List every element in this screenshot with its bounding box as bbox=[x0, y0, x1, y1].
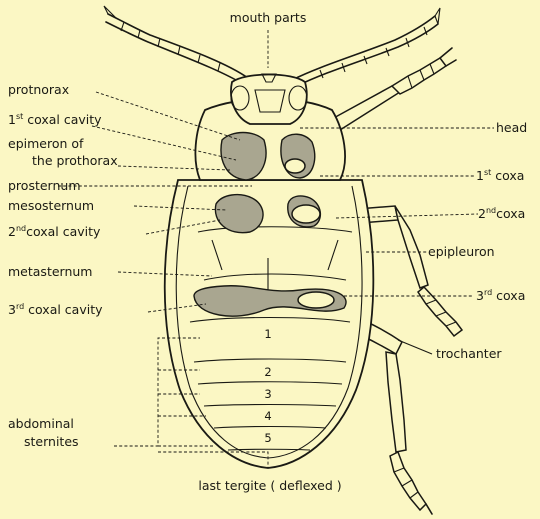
label-last-tergite: last tergite ( deflexed ) bbox=[198, 478, 341, 493]
label-epipleuron: epipleuron bbox=[428, 244, 495, 259]
sternite-number: 3 bbox=[264, 387, 271, 401]
label-trochanter: trochanter bbox=[436, 346, 502, 361]
labels-right: head 1st coxa 2ndcoxa epipleuron 3rd cox… bbox=[428, 120, 527, 361]
labels-left: protnorax 1st coxal cavity epimeron of t… bbox=[8, 82, 118, 449]
label-head: head bbox=[496, 120, 527, 135]
label-second-coxa: 2ndcoxa bbox=[478, 206, 525, 221]
label-mesosternum: mesosternum bbox=[8, 198, 94, 213]
sternite-number: 1 bbox=[264, 327, 271, 341]
left-antenna bbox=[104, 6, 248, 84]
label-third-coxa: 3rd coxa bbox=[476, 288, 525, 303]
label-abdominal-line2: sternites bbox=[24, 434, 79, 449]
label-third-coxal-cavity: 3rd coxal cavity bbox=[8, 302, 103, 317]
label-abdominal-line1: abdominal bbox=[8, 416, 74, 431]
label-first-coxa: 1st coxa bbox=[476, 168, 524, 183]
label-mouth-parts: mouth parts bbox=[230, 10, 307, 25]
label-first-coxal-cavity: 1st coxal cavity bbox=[8, 112, 102, 127]
label-second-coxal-cavity: 2ndcoxal cavity bbox=[8, 224, 101, 239]
label-metasternum: metasternum bbox=[8, 264, 92, 279]
sternite-number: 5 bbox=[264, 431, 271, 445]
label-epimeron-line1: epimeron of bbox=[8, 136, 84, 151]
sternite-number: 4 bbox=[264, 409, 271, 423]
sternite-number: 2 bbox=[264, 365, 271, 379]
label-prosternum: prosternum bbox=[8, 178, 81, 193]
label-protnorax: protnorax bbox=[8, 82, 69, 97]
label-epimeron-line2: the prothorax bbox=[32, 153, 118, 168]
